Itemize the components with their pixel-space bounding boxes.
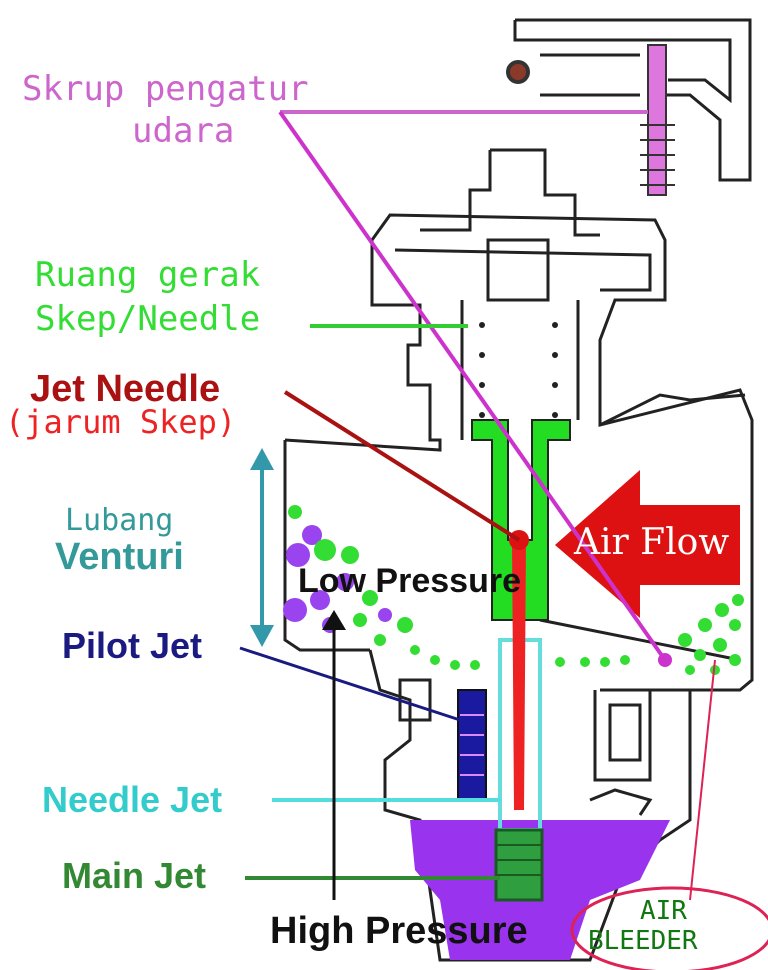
lubang-label: Lubang [65, 503, 174, 538]
jarum-skep-label: (jarum Skep) [5, 403, 237, 441]
skrup-label-line1: Skrup pengatur [22, 69, 309, 109]
jet-needle-leader [283, 390, 521, 542]
air-flow-label: Air Flow [574, 522, 730, 563]
ruang-label-line1: Ruang gerak [35, 255, 261, 295]
venturi-arrow [250, 448, 274, 647]
cap-outline [284, 148, 754, 692]
air-bleeder-label-line1: AIR [640, 896, 687, 926]
jet-needle [512, 540, 526, 810]
high-pressure-label: High Pressure [270, 910, 528, 952]
air-bleeder-leader [689, 659, 716, 901]
ruang-label-line2: Skep/Needle [35, 299, 261, 339]
air-screw-threads [640, 124, 675, 186]
jet-needle-label: Jet Needle [30, 368, 221, 410]
main-jet-label: Main Jet [62, 855, 207, 896]
air-flow-arrow [555, 470, 740, 618]
needle-jet-label: Needle Jet [42, 779, 223, 820]
main-jet [494, 828, 544, 902]
main-jet-threads [496, 844, 542, 876]
slide-skep [471, 419, 571, 621]
slide-holes [479, 322, 558, 418]
pilot-jet-label: Pilot Jet [62, 625, 203, 666]
low-pressure-label: Low Pressure [298, 562, 521, 600]
pilot-jet [457, 689, 487, 801]
pilot-leader [239, 646, 461, 722]
air-screw [647, 44, 667, 196]
high-pressure-arrowhead [322, 610, 346, 630]
pivot-icon [506, 60, 530, 84]
air-bleeder-label-line2: BLEEDER [588, 926, 698, 956]
skrup-label-line2: udara [132, 111, 235, 151]
pilot-jet-threads [460, 714, 484, 776]
venturi-label: Venturi [55, 536, 184, 578]
top-bracket [513, 18, 752, 182]
skrup-leader-diagonal [278, 110, 667, 662]
air-bleeder-ring [570, 886, 768, 970]
